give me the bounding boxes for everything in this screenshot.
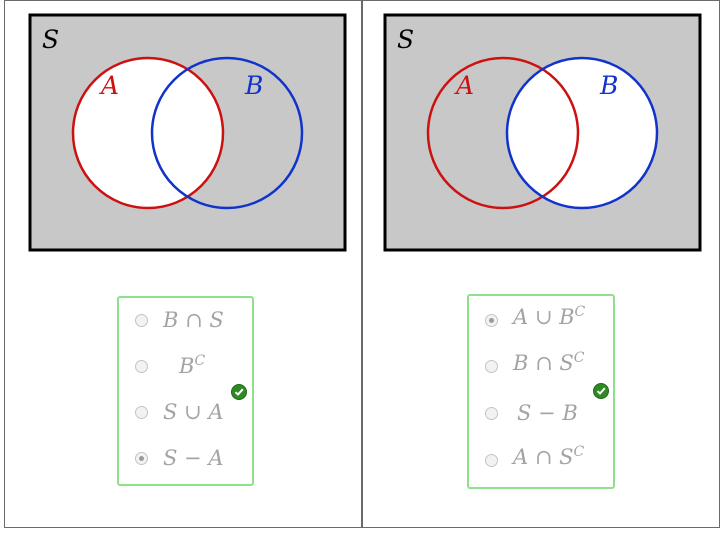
shade-cutout-a — [73, 58, 223, 208]
question-panel-left: S A B B ∩ S BC S ∪ A S − A — [4, 0, 362, 528]
choice-row[interactable]: S − B — [469, 399, 613, 429]
choice-label: S ∪ A — [163, 400, 224, 424]
set-b-label: B — [599, 71, 618, 100]
choice-label: B ∩ S — [163, 308, 224, 332]
radio-button[interactable] — [485, 454, 498, 467]
shade-cutout-b — [507, 58, 657, 208]
universe-label: S — [42, 25, 59, 54]
universe-label: S — [397, 25, 414, 54]
set-b-label: B — [244, 71, 263, 100]
set-a-label: A — [99, 71, 119, 100]
circle-a — [71, 56, 225, 210]
radio-button[interactable] — [485, 407, 498, 420]
radio-button[interactable] — [485, 360, 498, 373]
check-circle-icon — [593, 383, 609, 399]
check-circle-icon — [231, 384, 247, 400]
choice-label: A ∪ BC — [513, 304, 586, 329]
choice-row[interactable]: S ∪ A — [119, 398, 252, 428]
choice-row[interactable]: A ∪ BC — [469, 304, 613, 336]
choice-row[interactable]: S − A — [119, 444, 252, 474]
radio-button[interactable] — [135, 406, 148, 419]
choice-row[interactable]: BC — [119, 352, 252, 382]
venn-diagram-left: S A B — [28, 13, 347, 252]
choice-label: B ∩ SC — [513, 350, 585, 375]
circle-a — [426, 56, 580, 210]
radio-button[interactable] — [135, 360, 148, 373]
choice-label: S − A — [163, 446, 224, 470]
radio-button-selected[interactable] — [135, 452, 148, 465]
choice-row[interactable]: B ∩ S — [119, 306, 252, 336]
choice-label: A ∩ SC — [513, 444, 585, 469]
venn-diagram-right: S A B — [383, 13, 702, 252]
answer-choices-right: A ∪ BC B ∩ SC S − B A ∩ SC — [467, 294, 615, 489]
choice-label: BC — [179, 353, 206, 378]
choice-row[interactable]: A ∩ SC — [469, 444, 613, 476]
set-a-label: A — [454, 71, 474, 100]
choice-label: S − B — [517, 401, 578, 425]
circle-b — [150, 56, 304, 210]
question-panel-right: S A B A ∪ BC B ∩ SC S − B A ∩ SC — [362, 0, 720, 528]
radio-button[interactable] — [135, 314, 148, 327]
radio-button-selected[interactable] — [485, 314, 498, 327]
choice-row[interactable]: B ∩ SC — [469, 350, 613, 382]
circle-b — [505, 56, 659, 210]
